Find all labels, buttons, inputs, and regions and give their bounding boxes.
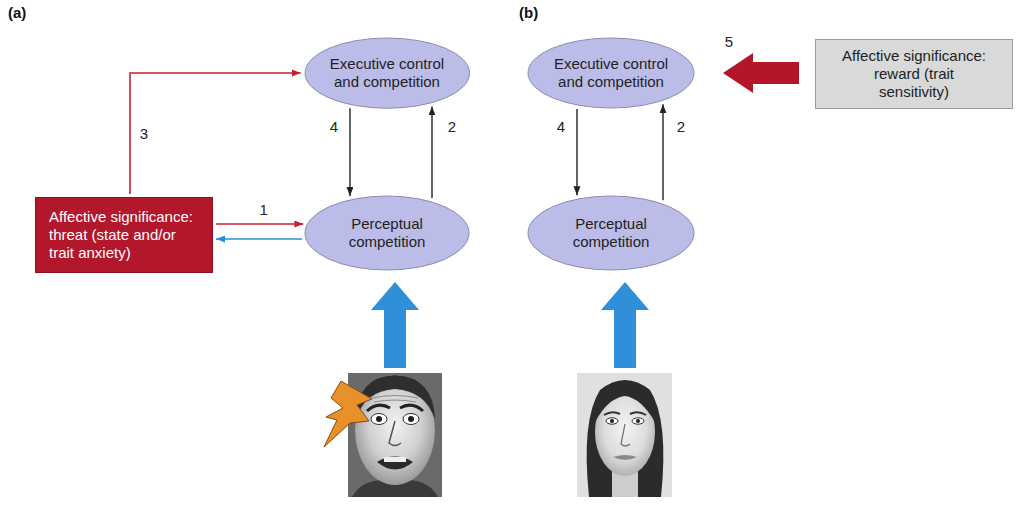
connector-arrow xyxy=(130,73,301,194)
teeth xyxy=(384,457,406,462)
panel-label: (b) xyxy=(519,4,538,21)
ellipse-shape xyxy=(528,38,694,108)
ellipse-shape xyxy=(305,38,470,108)
connector-arrow xyxy=(216,238,302,240)
photo-ground xyxy=(577,373,672,497)
pupil xyxy=(636,419,640,423)
input-arrow xyxy=(371,282,419,368)
connector-arrow xyxy=(349,108,350,196)
hair xyxy=(587,380,664,497)
panel-label: (a) xyxy=(8,4,26,21)
nose xyxy=(389,421,401,446)
node-text: Perceptual competition xyxy=(322,215,452,251)
fearful-face xyxy=(348,373,442,497)
node-text: Executive control and competition xyxy=(546,55,676,91)
eye xyxy=(403,414,419,425)
pupil xyxy=(376,416,382,422)
connector-arrow xyxy=(216,223,303,225)
process-ellipse: Perceptual competition xyxy=(304,195,470,271)
input-arrow xyxy=(601,282,649,368)
callout-number: 5 xyxy=(723,33,735,50)
block-arrow xyxy=(723,53,799,93)
wrinkle xyxy=(374,400,416,402)
node-text: Affective significance: reward (trait se… xyxy=(839,47,989,101)
eyebrow xyxy=(400,405,423,411)
nose xyxy=(621,424,630,446)
connector-arrow xyxy=(662,104,663,200)
node-text: Affective significance: threat (state an… xyxy=(49,208,199,262)
pupil xyxy=(408,416,414,422)
eyebrow xyxy=(367,405,390,411)
eye xyxy=(606,418,618,424)
process-ellipse: Executive control and competition xyxy=(304,37,471,109)
connector-arrow xyxy=(431,106,432,198)
callout-number: 2 xyxy=(446,118,458,135)
mouth xyxy=(377,457,413,470)
eyebrow xyxy=(630,412,646,415)
eyebrow xyxy=(604,412,620,415)
node-text: Executive control and competition xyxy=(322,55,452,91)
ellipse-shape xyxy=(528,196,694,270)
wrinkle xyxy=(372,396,418,399)
face xyxy=(355,375,435,485)
shock-bolt xyxy=(324,381,372,447)
connector-arrow xyxy=(576,109,577,195)
process-ellipse: Executive control and competition xyxy=(527,37,695,109)
process-ellipse: Perceptual competition xyxy=(527,195,695,271)
callout-number: 3 xyxy=(138,125,150,142)
factor-box: Affective significance: reward (trait se… xyxy=(815,39,1013,109)
callout-number: 4 xyxy=(328,118,340,135)
eye xyxy=(371,414,387,425)
photo-ground xyxy=(348,373,442,497)
callout-number: 2 xyxy=(675,118,687,135)
callout-number: 4 xyxy=(555,118,567,135)
mouth xyxy=(613,455,637,460)
factor-box: Affective significance: threat (state an… xyxy=(35,197,213,273)
ellipse-shape xyxy=(305,196,469,270)
neutral-face xyxy=(577,373,672,497)
pupil xyxy=(610,419,614,423)
hair xyxy=(595,384,655,422)
callout-number: 1 xyxy=(258,201,270,218)
eye xyxy=(632,418,644,424)
node-text: Perceptual competition xyxy=(546,215,676,251)
